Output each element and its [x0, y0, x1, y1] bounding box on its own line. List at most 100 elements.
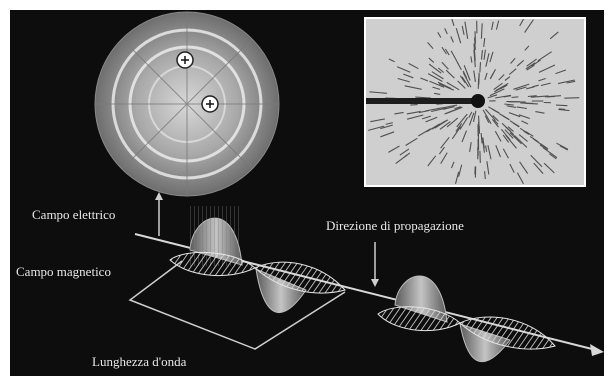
field-filing: [451, 18, 455, 26]
wavelength-bracket: [128, 260, 346, 350]
field-filing: [482, 137, 485, 149]
field-filing: [491, 118, 499, 128]
field-filing: [556, 142, 569, 150]
field-filing: [509, 132, 522, 145]
field-filing: [510, 57, 516, 64]
field-filing: [513, 83, 530, 90]
field-filing: [504, 103, 514, 106]
field-filing: [469, 142, 472, 152]
field-filing: [380, 131, 395, 138]
field-filing: [369, 91, 387, 94]
field-filing: [439, 121, 451, 130]
field-filing: [450, 161, 455, 169]
field-filing: [462, 72, 472, 88]
field-filing: [444, 28, 448, 35]
field-filing: [432, 86, 441, 90]
field-filing: [515, 86, 527, 91]
arrow-down-icon: [371, 279, 379, 287]
field-filing: [509, 163, 515, 173]
field-filing: [484, 115, 490, 124]
field-filing: [513, 122, 520, 128]
field-filing: [397, 77, 410, 83]
field-filing: [526, 64, 535, 71]
field-filing: [473, 43, 476, 61]
field-filing: [445, 106, 463, 115]
field-filing: [566, 80, 576, 84]
diagram-graphics: [94, 11, 604, 363]
field-filing: [500, 128, 511, 141]
field-filing: [458, 164, 463, 177]
field-filing: [425, 116, 438, 123]
field-filing: [404, 85, 422, 90]
field-filing: [461, 76, 470, 88]
field-filing: [523, 130, 530, 135]
field-filing: [396, 66, 411, 73]
field-filing: [480, 132, 483, 144]
field-filing: [427, 73, 443, 82]
field-filing: [502, 148, 509, 159]
field-filing: [440, 152, 448, 164]
field-filing: [482, 109, 492, 125]
wavelength-label: Lunghezza d'onda: [92, 354, 187, 369]
field-filing: [450, 50, 459, 65]
field-filing: [472, 110, 477, 123]
field-filing: [558, 108, 570, 112]
field-filing: [406, 114, 424, 120]
field-filing: [441, 46, 447, 55]
field-filing: [470, 56, 473, 63]
field-filing: [468, 111, 473, 119]
field-filing: [468, 112, 475, 126]
field-lines-photo: [364, 17, 586, 187]
field-filing: [502, 134, 510, 143]
magnetic-lobe: [169, 251, 256, 277]
field-filing: [399, 148, 410, 156]
field-filing: [535, 111, 545, 114]
field-filing: [420, 77, 429, 82]
field-filing: [441, 104, 458, 109]
field-filing: [490, 69, 496, 79]
field-filing: [395, 154, 408, 165]
field-filing: [558, 108, 566, 110]
field-filing: [464, 21, 469, 39]
field-filing: [425, 107, 443, 112]
field-filing: [463, 65, 471, 81]
field-filing: [484, 72, 488, 81]
field-filing: [434, 92, 441, 95]
field-filing: [530, 95, 549, 98]
field-filing: [564, 97, 580, 99]
field-filing: [494, 130, 502, 142]
field-filing: [487, 94, 498, 99]
field-filing: [489, 51, 494, 63]
field-filing: [503, 95, 512, 98]
diagram-panel: Campo elettrico Campo magnetico Direzion…: [10, 10, 604, 376]
magnetic-lobe: [459, 316, 556, 350]
magnetic-lobe: [377, 306, 461, 332]
field-filing: [504, 76, 511, 81]
field-filing: [518, 114, 531, 120]
field-filing: [527, 95, 537, 98]
field-filing: [461, 25, 465, 36]
propagation-arrow-icon: [590, 344, 604, 356]
field-filing: [518, 134, 528, 142]
field-filing: [459, 117, 469, 130]
field-filing: [498, 74, 505, 81]
field-filing: [427, 155, 437, 167]
field-filing: [484, 108, 496, 121]
field-filing: [441, 61, 449, 70]
field-filing: [427, 42, 434, 50]
field-filing: [428, 63, 442, 74]
field-filing: [461, 130, 468, 143]
field-filing: [437, 67, 445, 73]
field-filing: [455, 122, 463, 132]
field-filing: [495, 82, 509, 92]
field-filing: [508, 112, 521, 118]
field-filing: [516, 172, 524, 185]
field-filing: [516, 106, 527, 110]
field-filing: [548, 153, 557, 160]
field-filing: [446, 117, 459, 128]
field-filing: [406, 110, 421, 115]
field-filing: [531, 59, 541, 67]
field-filing: [542, 147, 558, 159]
field-filing: [502, 115, 510, 121]
field-filing: [410, 104, 418, 106]
